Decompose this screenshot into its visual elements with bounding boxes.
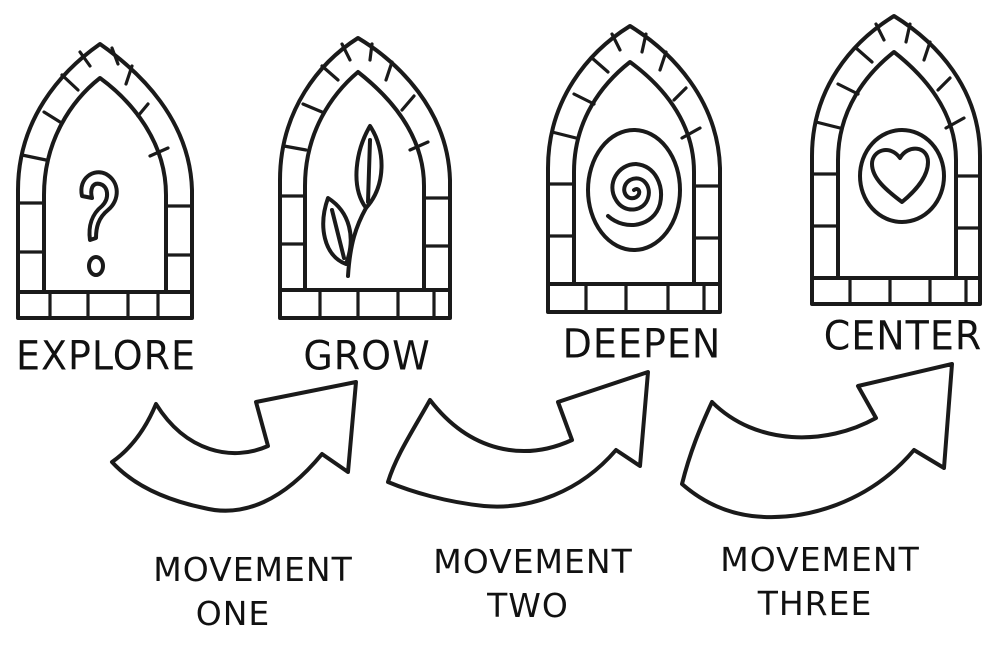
movement-one-line1: MOVEMENT	[128, 548, 378, 592]
leaves-icon	[323, 126, 381, 276]
curved-arrow-three	[682, 364, 952, 517]
heart-icon	[860, 130, 944, 222]
window-label-center: CENTER	[818, 313, 988, 359]
curved-arrow-one	[112, 382, 356, 511]
arch-window-explore	[18, 44, 192, 318]
arch-window-center	[812, 16, 980, 304]
curved-arrow-two	[388, 372, 648, 507]
movement-two-line2: TWO	[398, 584, 658, 628]
window-label-grow: GROW	[292, 333, 442, 379]
movement-three-line1: MOVEMENT	[690, 538, 950, 582]
movement-label-two: MOVEMENT TWO	[408, 540, 658, 627]
question-mark-icon	[81, 172, 116, 275]
arch-window-deepen	[548, 26, 720, 312]
window-label-deepen: DEEPEN	[552, 321, 732, 367]
movement-one-line2: ONE	[88, 592, 378, 636]
movement-three-line2: THREE	[680, 582, 950, 626]
movement-two-line1: MOVEMENT	[408, 540, 658, 584]
window-label-explore: EXPLORE	[6, 333, 206, 379]
movement-label-three: MOVEMENT THREE	[690, 538, 950, 625]
arch-window-grow	[280, 38, 450, 318]
movement-label-one: MOVEMENT ONE	[128, 548, 378, 635]
spiral-icon	[588, 130, 680, 250]
